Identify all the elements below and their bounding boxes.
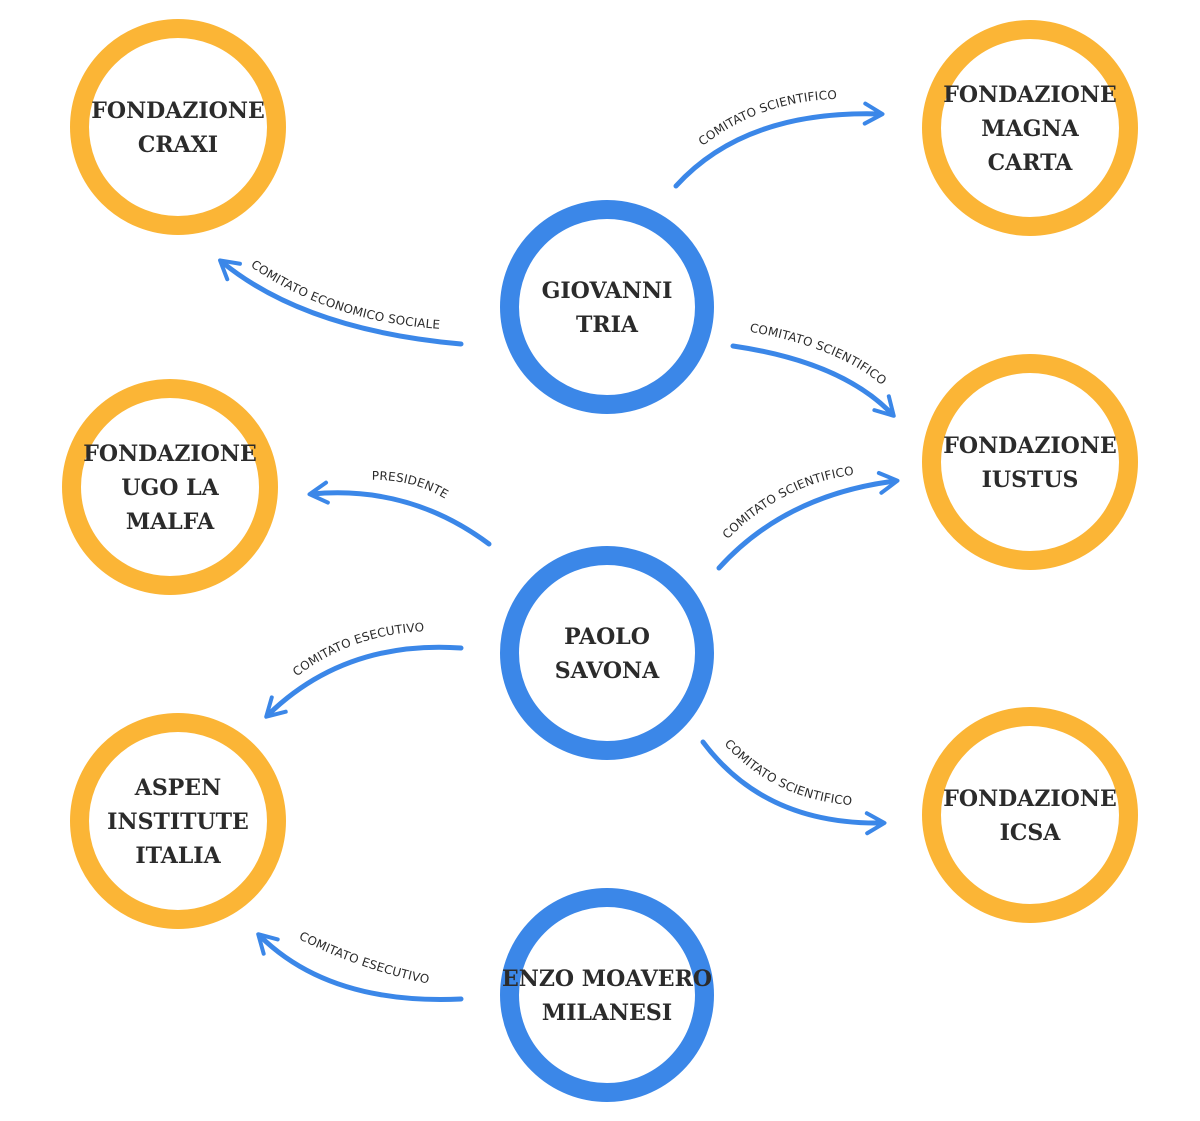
node-label-line: ENZO MOAVERO [502, 966, 712, 992]
relation-label: COMITATO ECONOMICO SOCIALE [249, 257, 441, 332]
node-label-line: MALFA [126, 509, 215, 535]
relation-label: COMITATO SCIENTIFICO [722, 737, 853, 809]
person-node-tria: GIOVANNI TRIA [500, 200, 714, 414]
nodes-layer: GIOVANNI TRIA PAOLO SAVONA ENZO MOAVERO MILAN… [62, 19, 1138, 1102]
relation-label-text: COMITATO SCIENTIFICO [720, 464, 855, 542]
node-label-line: FONDAZIONE [943, 433, 1116, 459]
node-label-line: SAVONA [555, 658, 660, 684]
node-ring [62, 379, 278, 595]
relation-savona-icsa: COMITATO SCIENTIFICO [700, 737, 887, 836]
relation-arrow [264, 644, 464, 719]
relation-arrow [700, 739, 887, 836]
node-label-line: ITALIA [135, 843, 221, 869]
node-ring [922, 707, 1138, 923]
node-ring [500, 200, 714, 414]
node-ring [922, 354, 1138, 570]
relation-tria-craxi: COMITATO ECONOMICO SOCIALE [218, 257, 464, 347]
person-node-moavero: ENZO MOAVERO MILANESI [500, 888, 714, 1102]
relation-arrow [218, 258, 464, 347]
node-label-line: FONDAZIONE [91, 98, 264, 124]
relation-arrow [307, 480, 492, 547]
organization-node-magna-carta: FONDAZIONE MAGNA CARTA [922, 20, 1138, 236]
node-label-line: CARTA [988, 150, 1074, 176]
organization-node-ugo-la-malfa: FONDAZIONE UGO LA MALFA [62, 379, 278, 595]
relation-savona-iustus: COMITATO SCIENTIFICO [716, 464, 900, 571]
relation-arrow [730, 343, 896, 418]
relation-label-text: COMITATO ECONOMICO SOCIALE [249, 257, 441, 332]
relation-tria-magna-carta: COMITATO SCIENTIFICO [673, 88, 885, 189]
node-label-line: CRAXI [138, 132, 218, 158]
relation-label-text: COMITATO SCIENTIFICO [722, 737, 853, 809]
relation-arrow [256, 932, 464, 1002]
node-label-line: ICSA [1000, 820, 1062, 846]
relation-arrow [716, 470, 900, 571]
node-label-line: PAOLO [564, 624, 650, 650]
node-label-line: TRIA [576, 312, 639, 338]
node-ring [500, 546, 714, 760]
node-label-line: FONDAZIONE [943, 82, 1116, 108]
node-label-line: GIOVANNI [542, 278, 673, 304]
organization-node-iustus: FONDAZIONE IUSTUS [922, 354, 1138, 570]
node-ring [70, 19, 286, 235]
node-label-line: INSTITUTE [107, 809, 249, 835]
node-ring [500, 888, 714, 1102]
person-node-savona: PAOLO SAVONA [500, 546, 714, 760]
node-label-line: MAGNA [981, 116, 1079, 142]
relation-arrow [673, 101, 885, 189]
node-label-line: UGO LA [121, 475, 219, 501]
organization-node-craxi: FONDAZIONE CRAXI [70, 19, 286, 235]
relation-label: COMITATO SCIENTIFICO [720, 464, 855, 542]
node-label-line: MILANESI [542, 1000, 672, 1026]
relation-savona-aspen: COMITATO ESECUTIVO [264, 620, 464, 719]
relation-moavero-aspen: COMITATO ESECUTIVO [256, 929, 464, 1002]
organization-node-aspen: ASPEN INSTITUTE ITALIA [70, 713, 286, 929]
node-label-line: ASPEN [134, 775, 221, 801]
organization-node-icsa: FONDAZIONE ICSA [922, 707, 1138, 923]
node-ring [70, 713, 286, 929]
relation-tria-iustus: COMITATO SCIENTIFICO [730, 321, 896, 418]
node-label-line: IUSTUS [982, 467, 1079, 493]
node-label-line: FONDAZIONE [83, 441, 256, 467]
relation-savona-ugo-la-malfa: PRESIDENTE [307, 469, 492, 547]
node-ring [922, 20, 1138, 236]
node-label-line: FONDAZIONE [943, 786, 1116, 812]
